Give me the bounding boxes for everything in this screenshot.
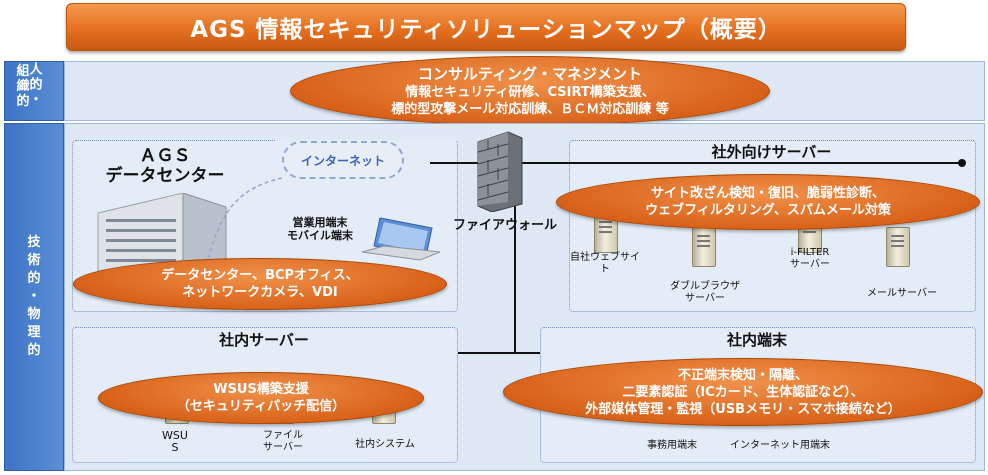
external-servers-oval: サイト改ざん検知・復旧、脆弱性診断、 ウェブフィルタリング、スパムメール対策 (556, 174, 980, 230)
side-label-top-char: 人 (26, 62, 42, 75)
server-label-line: ダブルブラウザ (670, 281, 740, 292)
backbone-line (514, 164, 516, 354)
consulting-line: 標的型攻撃メール対応訓練、ＢＣＭ対応訓練 等 (391, 101, 669, 117)
datacenter-building-icon (88, 192, 228, 273)
side-label-top-char: 的 (26, 77, 42, 90)
internal-terminals-heading: 社内端末 (726, 331, 787, 349)
mobile-label-line: モバイル端末 (287, 229, 353, 242)
datacenter-heading-line: データセンター (105, 166, 225, 186)
server-label: 自社ウェブサイト (566, 252, 644, 276)
consulting-line: 情報セキュリティ研修、CSIRT構築支援、 (405, 84, 655, 100)
consulting-oval: コンサルティング・マネジメント 情報セキュリティ研修、CSIRT構築支援、 標的… (290, 56, 770, 126)
server-icon (692, 227, 716, 267)
internal-servers-heading: 社内サーバー (219, 331, 309, 349)
server-label: ファイル サーバー (250, 430, 316, 454)
server-label-line: 社内システム (355, 439, 415, 450)
datacenter-oval-line: データセンター、BCPオフィス、 (161, 268, 359, 283)
network-end-dot (958, 159, 966, 167)
mobile-label-line: 営業用端末 (292, 216, 348, 229)
server-label: 社内システム (345, 439, 425, 451)
firewall-label: ファイアウォール (452, 218, 557, 233)
side-label-bottom-char: 理 (27, 325, 41, 340)
internal-servers-oval: WSUS構築支援 （セキュリティパッチ配信） (98, 372, 424, 424)
terminal-label: 事務用端末 (647, 440, 697, 451)
server-label-line: WSU (162, 429, 188, 442)
firewall-link-line (430, 162, 480, 164)
server-label: ダブルブラウザ サーバー (665, 281, 745, 305)
internal-servers-oval-line: （セキュリティパッチ配信） (176, 399, 346, 414)
external-oval-line: ウェブフィルタリング、スパムメール対策 (645, 203, 891, 218)
laptop-icon (360, 216, 444, 268)
server-label-line: メールサーバー (867, 288, 937, 299)
consulting-heading: コンサルティング・マネジメント (417, 64, 643, 83)
datacenter-heading-line: ＡＧＳ (139, 146, 191, 166)
server-label-line: ファイル (263, 430, 303, 441)
internal-terminals-oval-line: 外部媒体管理・監視（USBメモリ・スマホ接続など） (585, 401, 901, 417)
server-label-line: S (171, 441, 179, 454)
side-label-human-organizational: 人的・ (4, 61, 64, 121)
server-label-line: 自社ウェブサイト (570, 252, 640, 275)
internal-terminals-oval-line: 二要素認証（ICカード、生体認証など）、 (622, 384, 864, 400)
side-label-bottom-char: 技 (27, 235, 41, 250)
side-label-top-char: 的 (16, 94, 30, 109)
server-label-line: i-FILTER (790, 247, 830, 258)
external-network-line (514, 162, 962, 164)
server-label: メールサーバー (862, 288, 942, 300)
side-label-bottom-char: 術 (27, 253, 41, 268)
datacenter-oval-line: ネットワークカメラ、VDI (182, 285, 338, 300)
side-label-top-char: ・ (26, 92, 42, 105)
mobile-terminal-label: 営業用端末 モバイル端末 (270, 216, 370, 242)
datacenter-oval: データセンター、BCPオフィス、 ネットワークカメラ、VDI (73, 258, 447, 310)
cloud-connection-dashes (205, 177, 283, 269)
side-label-bottom-char: 物 (27, 307, 41, 322)
external-oval-line: サイト改ざん検知・復旧、脆弱性診断、 (650, 186, 885, 201)
server-label-line: サーバー (790, 259, 830, 270)
side-label-top-char: 織 (16, 79, 30, 94)
internal-terminals-oval: 不正端末検知・隔離、 二要素認証（ICカード、生体認証など）、 外部媒体管理・監… (503, 358, 983, 426)
server-label-line: サーバー (685, 293, 725, 304)
datacenter-heading: ＡＧＳ データセンター (90, 146, 240, 186)
firewall-icon (476, 130, 524, 213)
server-label: WSU S (150, 430, 200, 454)
external-servers-heading: 社外向けサーバー (711, 143, 832, 161)
server-label-line: サーバー (263, 442, 303, 453)
internet-cloud-icon: インターネット (282, 141, 404, 179)
side-label-bottom-char: 的 (27, 343, 41, 358)
terminal-label: インターネット用端末 (730, 440, 830, 451)
server-icon (886, 227, 910, 267)
internal-terminals-oval-line: 不正端末検知・隔離、 (677, 367, 808, 383)
side-label-top-char: 組 (16, 64, 30, 79)
side-label-bottom-char: ・ (27, 289, 41, 304)
side-label-technical-physical: 技 術 的 ・ 物 理 的 (4, 123, 64, 471)
internal-servers-oval-line: WSUS構築支援 (213, 382, 309, 397)
side-label-bottom-char: 的 (27, 271, 41, 286)
side-label-top-col2: 組 織 的 (10, 64, 36, 109)
server-label: i-FILTER サーバー (774, 247, 846, 271)
map-title: AGS 情報セキュリティソリューションマップ（概要） (66, 3, 906, 51)
